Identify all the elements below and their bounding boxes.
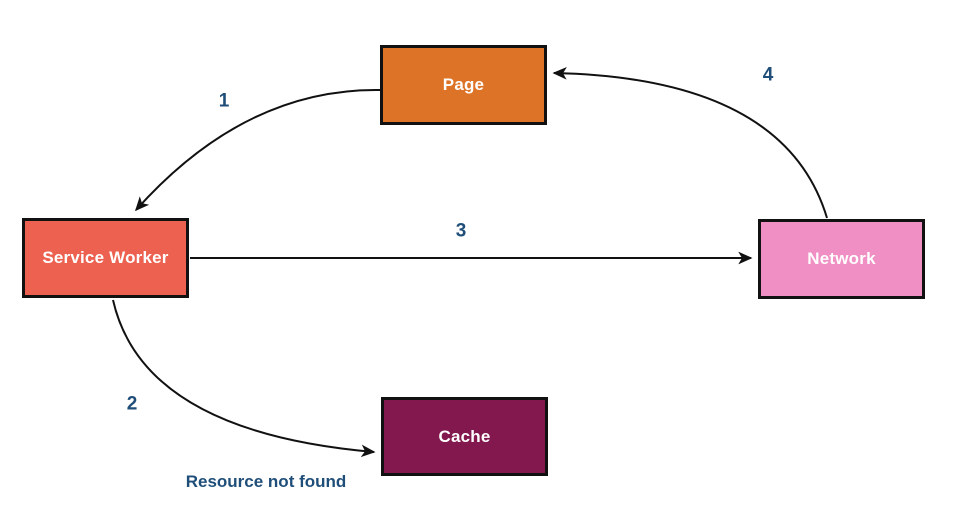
node-page-label: Page bbox=[442, 75, 485, 94]
node-cache-label: Cache bbox=[438, 426, 491, 446]
edge-network-to-page bbox=[552, 66, 828, 219]
node-cache: Cache bbox=[381, 397, 548, 476]
node-network-label: Network bbox=[807, 249, 876, 268]
node-network: Network bbox=[758, 219, 925, 299]
edge-page-to-service-worker bbox=[135, 88, 381, 212]
annotation-resource-not-found: Resource not found bbox=[185, 472, 347, 491]
node-service-worker-label: Service Worker bbox=[42, 248, 169, 267]
edge-label-2: 2 bbox=[126, 393, 138, 415]
edge-label-1: 1 bbox=[218, 90, 230, 112]
node-page: Page bbox=[380, 45, 547, 125]
edge-service-worker-to-cache bbox=[112, 299, 376, 458]
node-service-worker: Service Worker bbox=[22, 218, 189, 298]
edge-label-4: 4 bbox=[762, 64, 774, 86]
edge-label-3: 3 bbox=[455, 220, 467, 242]
